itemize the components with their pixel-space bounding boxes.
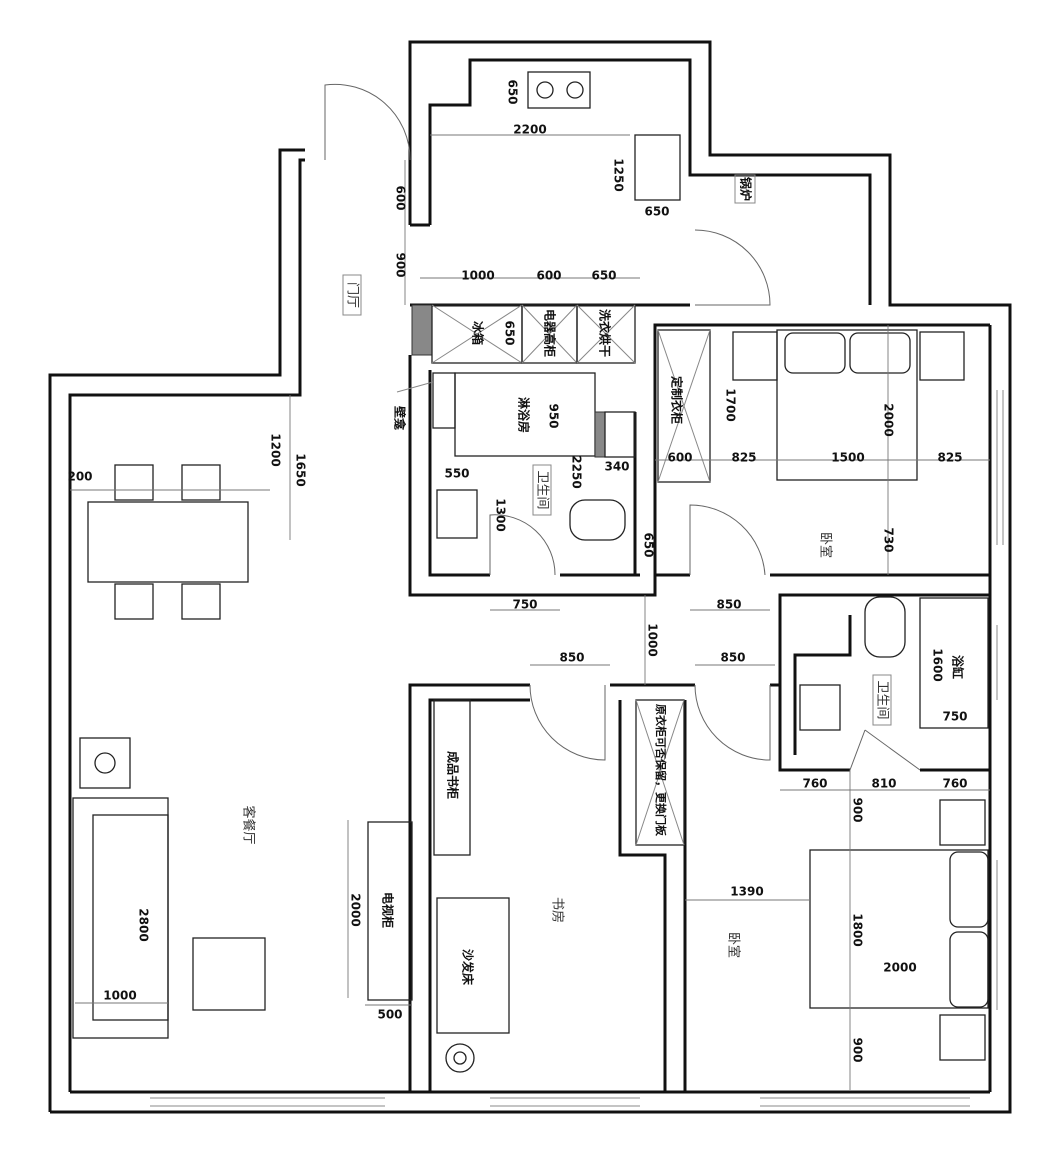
room-label-study: 书房 bbox=[550, 897, 566, 923]
dim-label: 2000 bbox=[349, 893, 363, 926]
dim-label: 760 bbox=[942, 777, 967, 791]
dim-label: 850 bbox=[720, 651, 745, 665]
label-sofa-bed: 沙发床 bbox=[461, 949, 476, 986]
dim-label: 2250 bbox=[570, 455, 584, 488]
room-label-boiler: 锅炉 bbox=[739, 177, 754, 201]
dim-label: 900 bbox=[394, 252, 408, 277]
label-appliance-cabinet: 电器高柜 bbox=[543, 309, 558, 357]
dim-label: 500 bbox=[377, 1008, 402, 1022]
room-label-bath2: 卫生间 bbox=[875, 680, 890, 719]
dim-label: 650 bbox=[642, 532, 656, 557]
dim-label: 850 bbox=[559, 651, 584, 665]
dim-label: 650 bbox=[591, 269, 616, 283]
dim-label: 760 bbox=[802, 777, 827, 791]
dim-label: 340 bbox=[604, 460, 629, 474]
dim-label: 950 bbox=[547, 403, 561, 428]
room-label-bedroom2: 卧室 bbox=[726, 932, 742, 958]
dim-label: 650 bbox=[506, 79, 520, 104]
dim-label: 2800 bbox=[137, 908, 151, 941]
dim-label: 650 bbox=[644, 205, 669, 219]
dim-label: 900 bbox=[851, 797, 865, 822]
dim-label: 600 bbox=[394, 185, 408, 210]
dim-label: 600 bbox=[667, 451, 692, 465]
dim-label: 2000 bbox=[883, 961, 916, 975]
dimension-lines bbox=[70, 134, 990, 1090]
label-wardrobe-note: 原衣柜可否保留，更换门板 bbox=[654, 704, 668, 837]
dim-label: 750 bbox=[942, 710, 967, 724]
dim-label: 1500 bbox=[831, 451, 864, 465]
dim-label: 1000 bbox=[461, 269, 494, 283]
dim-label: 1800 bbox=[851, 913, 865, 946]
dim-label: 825 bbox=[731, 451, 756, 465]
room-label-bath1: 卫生间 bbox=[535, 470, 550, 509]
dim-label: 200 bbox=[67, 470, 92, 484]
label-tv-cabinet: 电视柜 bbox=[381, 892, 396, 928]
doors bbox=[324, 83, 921, 771]
dim-label: 1200 bbox=[269, 433, 283, 466]
dim-label: 850 bbox=[716, 598, 741, 612]
room-labels: 门厅 卫生间 卧室 卫生间 卧室 书房 客餐厅 锅炉 bbox=[241, 174, 892, 958]
label-shower: 淋浴房 bbox=[517, 397, 532, 433]
dim-label: 1650 bbox=[294, 453, 308, 486]
dim-label: 825 bbox=[937, 451, 962, 465]
label-bookcase: 成品书柜 bbox=[446, 751, 461, 799]
walls bbox=[48, 40, 1012, 1114]
dim-label: 550 bbox=[444, 467, 469, 481]
dim-label: 1250 bbox=[612, 158, 626, 191]
furniture-labels: 冰箱 电器高柜 洗衣烘干 淋浴房 壁龛 定制衣柜 成品书柜 电视柜 沙发床 浴缸… bbox=[381, 309, 966, 986]
dim-label: 1300 bbox=[494, 498, 508, 531]
label-niche: 壁龛 bbox=[393, 406, 408, 431]
label-fridge: 冰箱 bbox=[471, 321, 486, 345]
label-washer-dryer: 洗衣烘干 bbox=[598, 309, 613, 357]
dim-label: 750 bbox=[512, 598, 537, 612]
room-label-living-dining: 客餐厅 bbox=[241, 805, 257, 844]
dim-label: 2200 bbox=[513, 123, 546, 137]
label-custom-wardrobe: 定制衣柜 bbox=[670, 376, 685, 424]
dim-label: 600 bbox=[536, 269, 561, 283]
dim-label: 900 bbox=[851, 1037, 865, 1062]
dim-label: 1000 bbox=[103, 989, 136, 1003]
dim-label: 1700 bbox=[724, 388, 738, 421]
room-label-bedroom1: 卧室 bbox=[818, 532, 834, 558]
label-bathtub: 浴缸 bbox=[951, 655, 966, 679]
dim-label: 730 bbox=[882, 527, 896, 552]
furniture-shapes bbox=[72, 71, 989, 1073]
dim-label: 2000 bbox=[882, 403, 896, 436]
dim-label: 1000 bbox=[646, 623, 660, 656]
room-label-entry: 门厅 bbox=[345, 282, 360, 308]
dim-label: 810 bbox=[871, 777, 896, 791]
dimension-labels: 650 2200 1250 650 600 900 1000 600 650 6… bbox=[67, 79, 967, 1062]
dim-label: 1390 bbox=[730, 885, 763, 899]
dim-label: 1600 bbox=[931, 648, 945, 681]
dim-label: 650 bbox=[503, 320, 517, 345]
